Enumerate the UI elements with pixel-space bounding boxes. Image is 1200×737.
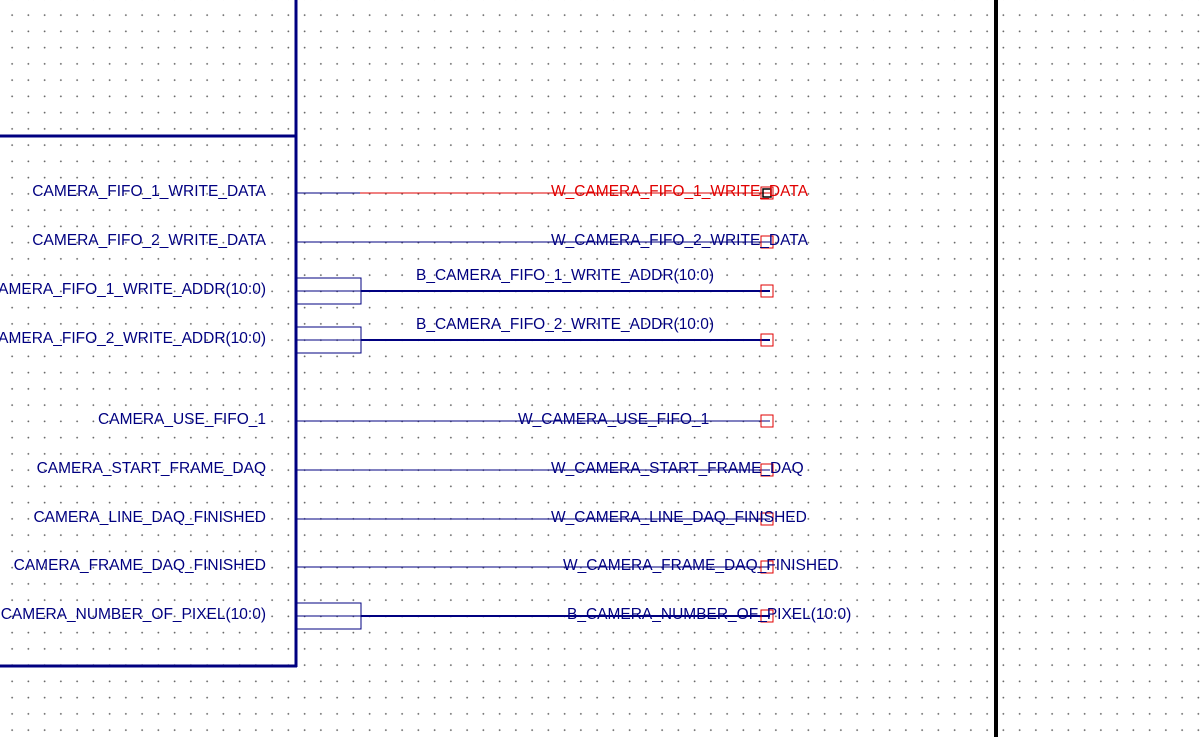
port-label[interactable]: CAMERA_NUMBER_OF_PIXEL(10:0) [0,606,266,623]
connection-terminal[interactable] [760,560,774,574]
port-label[interactable]: CAMERA_FRAME_DAQ_FINISHED [13,557,266,574]
port-label[interactable]: CAMERA_START_FRAME_DAQ [36,460,266,477]
port-label[interactable]: CAMERA_LINE_DAQ_FINISHED [33,509,266,526]
net-label[interactable]: W_CAMERA_LINE_DAQ_FINISHED [551,509,807,526]
connection-terminal[interactable] [760,463,774,477]
component-block[interactable] [0,136,296,666]
net-label[interactable]: W_CAMERA_FIFO_1_WRITE_DATA [551,183,808,200]
connection-terminal[interactable] [760,284,774,298]
wire-layer [296,186,774,630]
net-label[interactable]: W_CAMERA_USE_FIFO_1 [518,411,710,428]
net-label[interactable]: B_CAMERA_FIFO_2_WRITE_ADDR(10:0) [416,316,715,333]
port-label[interactable]: CAMERA_FIFO_2_WRITE_DATA [32,232,266,249]
connection-terminal[interactable] [760,186,774,200]
connection-terminal[interactable] [760,414,774,428]
port-label[interactable]: CAMERA_USE_FIFO_1 [98,411,266,428]
connection-terminal[interactable] [760,333,774,347]
port-label[interactable]: CAMERA_FIFO_1_WRITE_DATA [32,183,266,200]
net-label[interactable]: W_CAMERA_FIFO_2_WRITE_DATA [551,232,808,249]
net-label[interactable]: W_CAMERA_START_FRAME_DAQ [551,460,804,477]
net-label[interactable]: B_CAMERA_FIFO_1_WRITE_ADDR(10:0) [416,267,715,284]
connection-terminal[interactable] [760,609,774,623]
port-label[interactable]: CAMERA_FIFO_1_WRITE_ADDR(10:0) [0,281,266,298]
selection-handle[interactable] [762,188,772,198]
connection-terminal[interactable] [760,512,774,526]
net-label[interactable]: B_CAMERA_NUMBER_OF_PIXEL(10:0) [567,606,852,623]
connection-terminal[interactable] [760,235,774,249]
net-label[interactable]: W_CAMERA_FRAME_DAQ_FINISHED [563,557,839,574]
port-label[interactable]: CAMERA_FIFO_2_WRITE_ADDR(10:0) [0,330,266,347]
